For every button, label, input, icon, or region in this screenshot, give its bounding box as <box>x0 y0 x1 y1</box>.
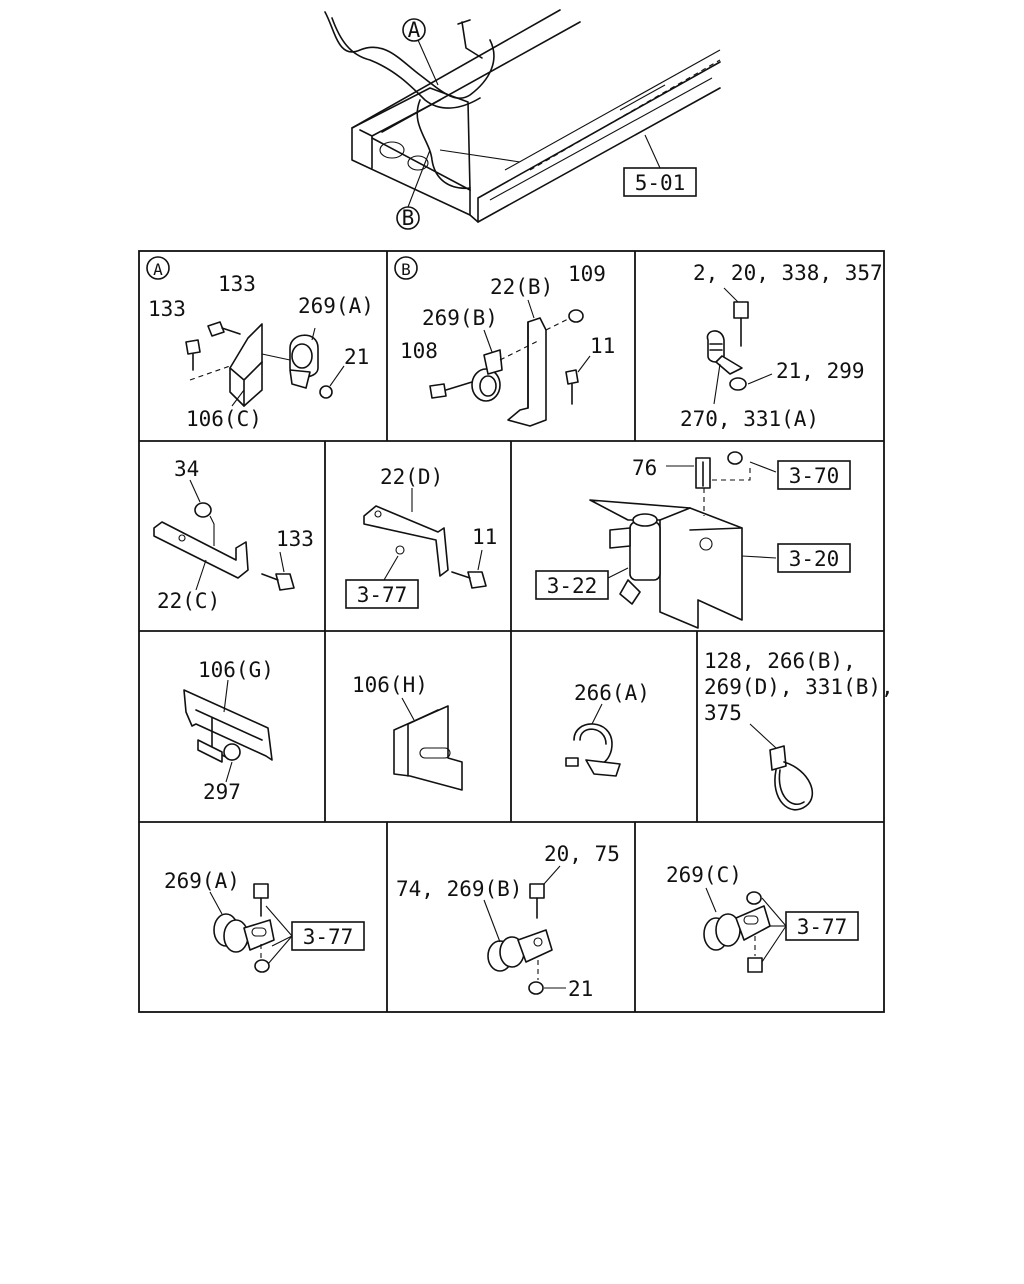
ref-box-3-77: 3-77 <box>303 925 354 949</box>
panel-k: 269(A) 3-77 <box>164 869 365 973</box>
ref-box-3-20: 3-20 <box>789 547 840 571</box>
callout-b-label: B <box>402 206 415 230</box>
label-74-269b: 74, 269(B) <box>396 877 522 901</box>
label-21: 21 <box>568 977 593 1001</box>
panel-g: 106(G) 297 <box>183 658 274 804</box>
label-270-331a: 270, 331(A) <box>680 407 819 431</box>
ref-box-5-01: 5-01 <box>635 171 686 195</box>
callout-a-label: A <box>408 18 421 42</box>
label-109: 109 <box>568 262 606 286</box>
frame-assembly-view: A B 5-01 <box>324 9 721 230</box>
label-11: 11 <box>472 525 497 549</box>
panel-c: 2, 20, 338, 357 21, 299 270, 331(A) <box>680 261 883 431</box>
panel-d: 34 133 22(C) <box>153 457 314 613</box>
parts-grid <box>138 250 885 1013</box>
panel-j: 128, 266(B), 269(D), 331(B), 375 <box>704 649 894 811</box>
panel-l: 20, 75 74, 269(B) 21 <box>396 842 620 1001</box>
label-375: 375 <box>704 701 742 725</box>
label-34: 34 <box>174 457 199 481</box>
panel-a-tag: A <box>153 260 163 279</box>
label-128-266b: 128, 266(B), <box>704 649 856 673</box>
ref-box-3-77: 3-77 <box>797 915 848 939</box>
label-21: 21 <box>344 345 369 369</box>
label-22b: 22(B) <box>490 275 553 299</box>
label-269d-331b: 269(D), 331(B), <box>704 675 894 699</box>
label-106g: 106(G) <box>198 658 274 682</box>
label-269a: 269(A) <box>164 869 240 893</box>
label-21-299: 21, 299 <box>776 359 865 383</box>
label-106h: 106(H) <box>352 673 428 697</box>
label-22d: 22(D) <box>380 465 443 489</box>
label-133-upper: 133 <box>218 272 256 296</box>
label-11: 11 <box>590 334 615 358</box>
panel-e: 22(D) 11 3-77 <box>345 465 497 609</box>
panel-b: B 22(B) 109 269(B) 108 11 <box>394 256 615 427</box>
panel-b-tag: B <box>401 260 411 279</box>
label-20-75: 20, 75 <box>544 842 620 866</box>
label-108: 108 <box>400 339 438 363</box>
label-269b: 269(B) <box>422 306 498 330</box>
panel-i: 266(A) <box>565 681 650 777</box>
panel-a: A 133 133 269(A) 21 106(C) <box>146 256 374 431</box>
label-133: 133 <box>276 527 314 551</box>
label-133-left: 133 <box>148 297 186 321</box>
label-76: 76 <box>632 456 657 480</box>
panel-m: 269(C) 3-77 <box>666 863 859 973</box>
ref-box-3-77: 3-77 <box>357 583 408 607</box>
panel-h: 106(H) <box>352 673 463 791</box>
ref-box-3-70: 3-70 <box>789 464 840 488</box>
label-106c: 106(C) <box>186 407 262 431</box>
label-269a: 269(A) <box>298 294 374 318</box>
panel-f: 76 3-70 3-20 3-22 <box>535 451 851 629</box>
label-269c: 269(C) <box>666 863 742 887</box>
label-22c: 22(C) <box>157 589 220 613</box>
ref-box-3-22: 3-22 <box>547 574 598 598</box>
label-2-20-338-357: 2, 20, 338, 357 <box>693 261 883 285</box>
label-266a: 266(A) <box>574 681 650 705</box>
label-297: 297 <box>203 780 241 804</box>
